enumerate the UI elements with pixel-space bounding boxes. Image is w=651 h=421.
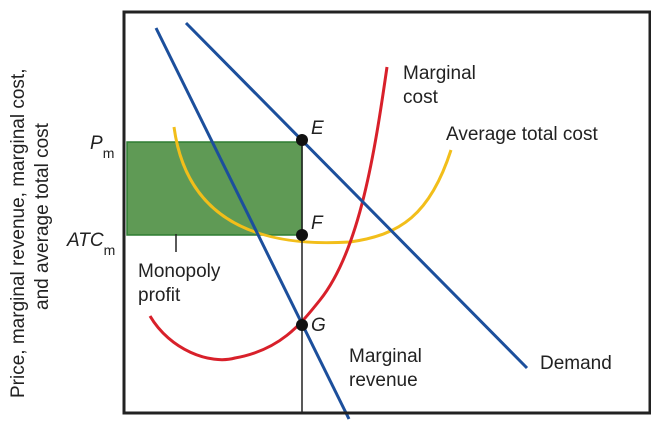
average-total-cost-label: Average total cost [446, 124, 598, 145]
marginal-revenue-label-line1: Marginal [349, 346, 422, 367]
point-g-marker [296, 319, 308, 331]
monopoly-profit-label-line1: Monopoly [138, 261, 221, 282]
point-e-label: E [311, 118, 324, 139]
tick-label-pm: Pm [90, 133, 114, 161]
monopoly-profit-area [126, 141, 303, 236]
y-axis-label-line1: Price, marginal revenue, marginal cost, [8, 69, 29, 398]
point-g-label: G [311, 315, 326, 336]
tick-label-atcm: ATCm [66, 230, 115, 258]
marginal-cost-label-line1: Marginal [403, 63, 476, 84]
plot-frame [122, 10, 651, 415]
point-f-marker [296, 229, 308, 241]
point-f-label: F [311, 213, 324, 234]
point-e-marker [296, 134, 308, 146]
tick-label-pm-main: P [90, 133, 103, 154]
marginal-cost-label-line2: cost [403, 87, 439, 108]
demand-curve [184, 21, 529, 370]
average-total-cost-curve [172, 126, 453, 245]
y-axis-label-line2: and average total cost [32, 122, 53, 310]
marginal-revenue-label-line2: revenue [349, 370, 418, 391]
monopoly-profit-label-line2: profit [138, 285, 181, 306]
tick-label-atcm-sub: m [104, 242, 116, 258]
marginal-revenue-curve [154, 27, 351, 420]
tick-label-pm-sub: m [103, 145, 115, 161]
demand-label: Demand [540, 353, 612, 374]
tick-label-atcm-main: ATC [66, 230, 104, 251]
